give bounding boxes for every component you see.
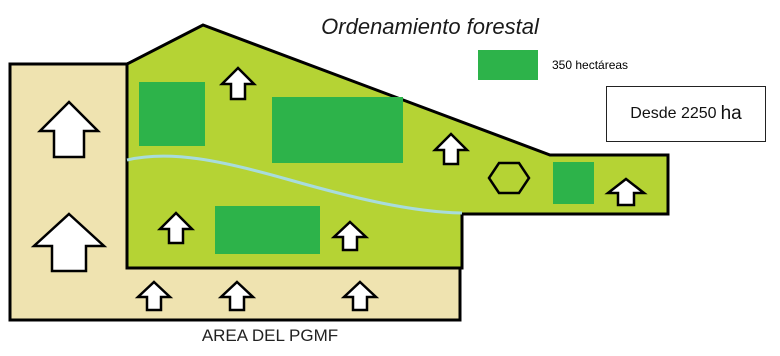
up-arrow-icon [156,211,196,245]
harvest-block [215,206,320,254]
legend-swatch [478,50,538,80]
callout-text: Desde 2250 [630,105,717,122]
harvest-block [272,97,403,163]
river [126,154,463,215]
up-arrow-icon [604,177,648,207]
legend-label: 350 hectáreas [552,58,629,72]
diagram-title: Ordenamiento forestal [321,14,539,39]
harvest-block [139,82,205,146]
callout-unit: ha [720,103,742,124]
up-arrow-icon [36,100,102,159]
up-arrow-icon [340,280,380,312]
up-arrow-icon [330,220,370,252]
up-arrow-icon [134,280,174,312]
up-arrow-icon [30,212,108,273]
callout-box: Desde 2250 ha [606,86,766,142]
up-arrow-icon [218,66,258,101]
area-label: AREA DEL PGMF [201,326,339,345]
up-arrow-icon [431,132,471,166]
up-arrow-icon [217,280,257,312]
hexagon-icon [487,161,531,195]
harvest-block [553,162,594,204]
